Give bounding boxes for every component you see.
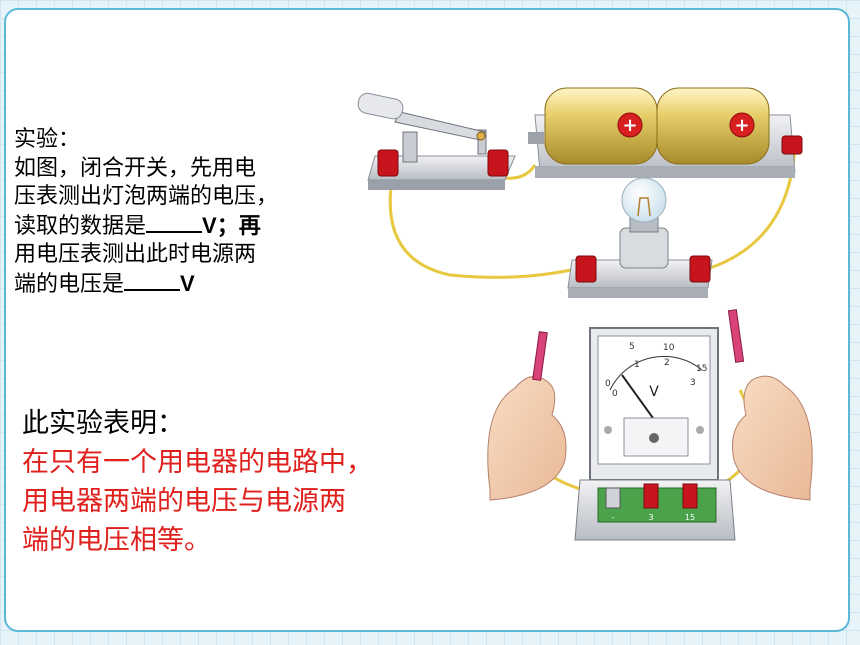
line-3-text: 读取的数据是 <box>14 213 147 239</box>
answer-blank-1 <box>146 213 203 233</box>
battery-plus-2: + <box>734 115 749 136</box>
conclusion-heading: 此实验表明： <box>22 408 184 439</box>
inner-scale: 0 1 2 3 <box>612 358 696 399</box>
terminal-3: 3 <box>648 513 653 522</box>
conclusion: 此实验表明： 在只有一个用电器的电路中， 用电器两端的电压与电源两 端的电压相等… <box>22 404 462 560</box>
wire-switch-battery <box>504 164 537 180</box>
experiment-line-5: 端的电压是 V <box>14 270 344 300</box>
light-bulb <box>567 177 713 298</box>
unit-v-2: V <box>180 270 195 296</box>
wire-switch-bulb <box>388 179 581 279</box>
outer-tick-5: 5 <box>629 342 635 352</box>
battery-pack: + + <box>528 87 803 178</box>
line-5-text: 端的电压是 <box>14 271 125 297</box>
inner-tick-3: 3 <box>690 378 696 388</box>
terminal-minus: - <box>612 513 615 522</box>
outer-tick-10: 10 <box>663 343 675 353</box>
voltmeter-unit: V <box>649 384 659 400</box>
voltmeter-needle <box>621 374 659 426</box>
terminal-15: 15 <box>685 513 695 522</box>
conclusion-line-2: 用电器两端的电压与电源两 <box>22 486 346 517</box>
answer-blank-2 <box>124 271 181 291</box>
knife-switch <box>357 92 516 190</box>
left-hand <box>487 331 567 501</box>
experiment-line-1: 如图，闭合开关，先用电 <box>14 155 257 181</box>
voltmeter: 0 5 10 15 0 1 2 3 V - 3 15 <box>574 327 736 541</box>
experiment-line-4: 用电压表测出此时电源两 <box>14 242 257 267</box>
inner-tick-0: 0 <box>612 389 618 399</box>
conclusion-line-1: 在只有一个用电器的电路中， <box>22 447 373 478</box>
outer-tick-0: 0 <box>605 379 611 389</box>
outer-tick-15: 15 <box>696 364 707 374</box>
battery-plus-1: + <box>622 115 637 136</box>
inner-tick-2: 2 <box>664 358 670 368</box>
outer-scale: 0 5 10 15 <box>605 342 707 389</box>
inner-tick-1: 1 <box>634 360 640 370</box>
experiment-text: 实验： 如图，闭合开关，先用电 压表测出灯泡两端的电压， 读取的数据是 V；再 用… <box>14 126 344 299</box>
circuit-diagram: + + 0 5 10 15 0 1 2 3 V <box>357 87 813 541</box>
experiment-label: 实验： <box>14 127 81 152</box>
experiment-line-2: 压表测出灯泡两端的电压， <box>14 184 279 209</box>
experiment-line-3: 读取的数据是 V；再 <box>14 212 344 242</box>
right-hand <box>727 309 813 501</box>
conclusion-line-3: 端的电压相等。 <box>22 525 211 556</box>
unit-v-1: V；再 <box>202 212 261 238</box>
